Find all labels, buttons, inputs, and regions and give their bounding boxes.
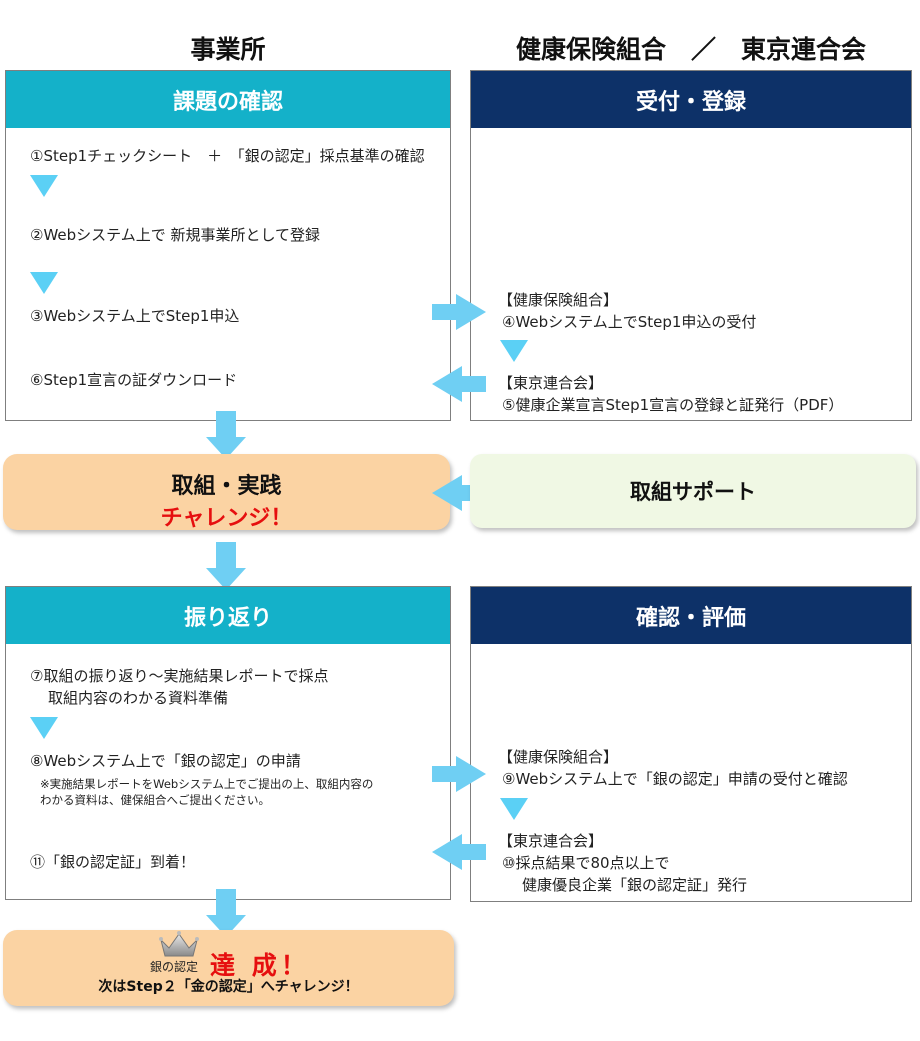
down-triangle-icon: [30, 175, 58, 197]
note-line-1: ※実施結果レポートをWebシステム上でご提出の上、取組内容の: [40, 777, 374, 791]
step-5: ⑤健康企業宣言Step1宣言の登録と証発行（PDF）: [502, 396, 844, 414]
right-arrow-icon: [432, 756, 486, 792]
down-arrow-icon: [206, 542, 246, 590]
panel-reception: 受付・登録: [470, 70, 912, 421]
step-7: ⑦取組の振り返り～実施結果レポートで採点: [30, 667, 329, 685]
step-6: ⑥Step1宣言の証ダウンロード: [30, 371, 238, 389]
support-box: 取組サポート: [470, 454, 916, 528]
right-arrow-icon: [432, 294, 486, 330]
left-arrow-icon: [432, 366, 486, 402]
step-10-continued: 健康優良企業「銀の認定証」発行: [522, 876, 748, 894]
step-8: ⑧Webシステム上で「銀の認定」の申請: [30, 752, 301, 770]
down-triangle-icon: [500, 340, 528, 362]
panel-review: 振り返り: [5, 586, 451, 900]
note-line-2: わかる資料は、健保組合へご提出ください。: [40, 793, 270, 807]
crown-icon: [159, 931, 199, 957]
label-kenpo: 【健康保険組合】: [498, 291, 619, 309]
achievement-box: 銀の認定 達 成！ 次はStep２「金の認定」へチャレンジ！: [3, 930, 454, 1006]
down-triangle-icon: [30, 272, 58, 294]
panel-header-reception: 受付・登録: [471, 71, 911, 128]
step-11: ⑪「銀の認定証」到着！: [30, 853, 196, 871]
badge-text: 銀の認定: [150, 960, 199, 974]
step-1: ①Step1チェックシート ＋ 「銀の認定」採点基準の確認: [30, 147, 425, 165]
panel-evaluation: 確認・評価: [470, 586, 912, 902]
panel-header-evaluation: 確認・評価: [471, 587, 911, 644]
left-arrow-icon: [432, 834, 486, 870]
down-triangle-icon: [30, 717, 58, 739]
label-rengokai: 【東京連合会】: [498, 374, 604, 392]
next-step-text: 次はStep２「金の認定」へチャレンジ！: [98, 979, 359, 995]
column-heading-office: 事業所: [190, 35, 266, 64]
down-triangle-icon: [500, 798, 528, 820]
practice-box: 取組・実践 チャレンジ！: [3, 454, 450, 531]
achieved-text: 達 成！: [210, 951, 310, 980]
column-heading-union: 健康保険組合 ／ 東京連合会: [515, 35, 866, 64]
panel-header-review: 振り返り: [6, 587, 450, 644]
down-arrow-icon: [206, 411, 246, 459]
panel-issue-check: 課題の確認: [5, 70, 451, 421]
step-10: ⑩採点結果で80点以上で: [502, 854, 670, 872]
panel-header-issue-check: 課題の確認: [6, 71, 450, 128]
step-3: ③Webシステム上でStep1申込: [30, 307, 240, 325]
step-9: ⑨Webシステム上で「銀の認定」申請の受付と確認: [502, 770, 848, 788]
label-rengokai: 【東京連合会】: [498, 832, 604, 850]
step-2: ②Webシステム上で 新規事業所として登録: [30, 226, 321, 244]
step-4: ④Webシステム上でStep1申込の受付: [502, 313, 757, 331]
label-kenpo: 【健康保険組合】: [498, 748, 619, 766]
step-7-continued: 取組内容のわかる資料準備: [48, 689, 229, 707]
practice-title: 取組・実践: [171, 474, 282, 499]
practice-challenge: チャレンジ！: [160, 506, 293, 531]
